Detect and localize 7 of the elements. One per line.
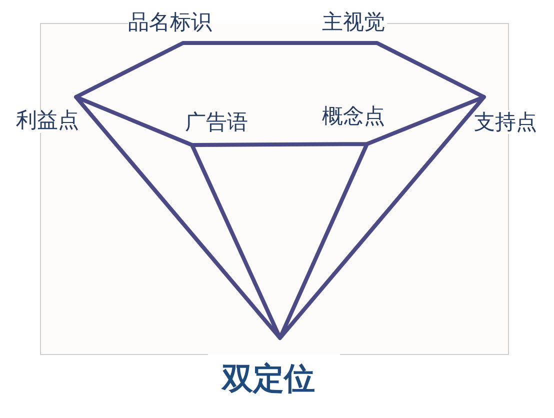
vertex-label: 利益点: [16, 110, 79, 131]
vertex-label: 概念点: [322, 106, 385, 127]
vertex-label: 支持点: [474, 112, 537, 133]
vertex-label: 品名标识: [128, 12, 212, 33]
vertex-label: 主视觉: [322, 12, 385, 33]
vertex-label: 广告语: [185, 112, 248, 133]
vertex-label: 双定位: [222, 364, 315, 395]
